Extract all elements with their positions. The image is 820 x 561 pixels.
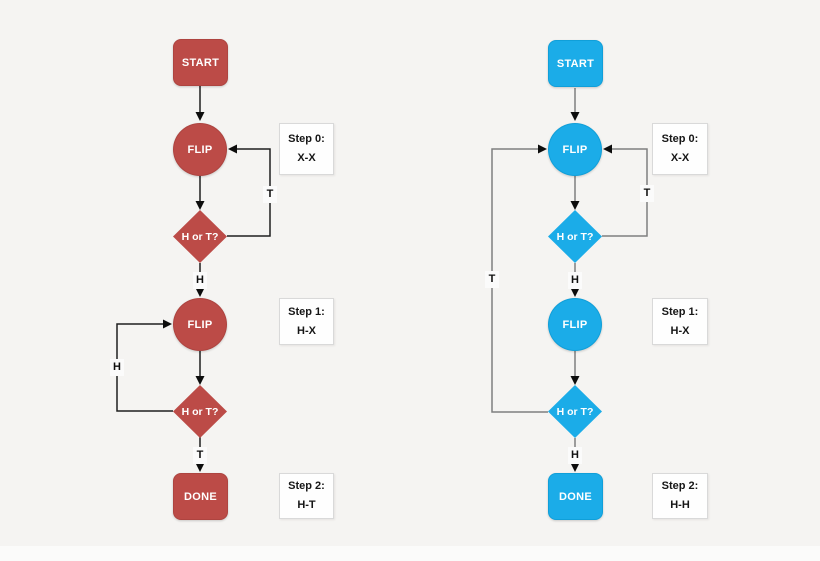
step-box-0: Step 0: X-X [652,123,708,175]
flip-label: FLIP [187,318,213,331]
done-node: DONE [548,473,603,520]
flip-label: FLIP [187,143,213,156]
arrowhead-icon [570,463,580,472]
step-value: H-T [297,499,316,511]
connector-loop [116,323,173,412]
start-label: START [181,56,220,69]
red-chart-arrowheads [163,112,237,472]
step-box-2: Step 2: H-T [279,473,334,519]
step-title: Step 0: [288,133,325,145]
blue-chart-arrowheads [538,112,612,472]
step-title: Step 2: [288,480,325,492]
connector-loop [491,148,548,413]
arrowhead-icon [195,112,205,121]
start-label: START [556,57,595,70]
decision-label: H or T? [181,230,219,243]
done-node: DONE [173,473,228,520]
edge-label-to-done: H [568,447,582,464]
arrowhead-icon [195,463,205,472]
start-node: START [548,40,603,87]
step-value: H-X [670,324,690,337]
step-title: Step 2: [661,480,699,492]
edge-label-loop1: T [485,271,499,288]
arrowhead-icon [195,201,205,210]
edge-label-to-flip1: H [568,272,582,289]
decision-label: H or T? [556,230,594,243]
arrowhead-icon [163,319,172,329]
edge-label-loop0: T [263,186,277,203]
flip-label: FLIP [562,318,588,331]
edge-label-to-flip1: H [193,272,207,289]
done-label: DONE [184,490,217,503]
step-title: Step 1: [288,305,325,318]
step-value: H-X [297,324,316,337]
step-box-1: Step 1: H-X [279,298,334,345]
decision-label: H or T? [556,405,594,418]
arrowhead-icon [538,144,547,154]
flip-node-0: FLIP [173,123,227,176]
step-value: X-X [670,152,690,164]
done-label: DONE [559,490,592,503]
bottom-margin [0,546,820,561]
decision-label: H or T? [181,405,219,418]
arrowhead-icon [570,376,580,385]
start-node: START [173,39,228,86]
step-title: Step 0: [661,133,699,145]
step-box-1: Step 1: H-X [652,298,708,345]
arrowhead-icon [228,144,237,154]
edge-label-loop0: T [640,185,654,202]
flip-node-1: FLIP [548,298,602,351]
edge-label-to-done: T [193,447,207,464]
arrowhead-icon [195,376,205,385]
step-title: Step 1: [661,305,699,318]
step-value: H-H [670,499,690,511]
arrowhead-icon [195,288,205,297]
step-box-2: Step 2: H-H [652,473,708,519]
arrowhead-icon [603,144,612,154]
arrowhead-icon [570,112,580,121]
arrowhead-icon [570,288,580,297]
flip-label: FLIP [562,143,588,156]
edge-label-loop1: H [110,359,124,376]
arrowhead-icon [570,201,580,210]
flip-node-1: FLIP [173,298,227,351]
step-value: X-X [297,152,316,164]
flip-node-0: FLIP [548,123,602,176]
step-box-0: Step 0: X-X [279,123,334,175]
